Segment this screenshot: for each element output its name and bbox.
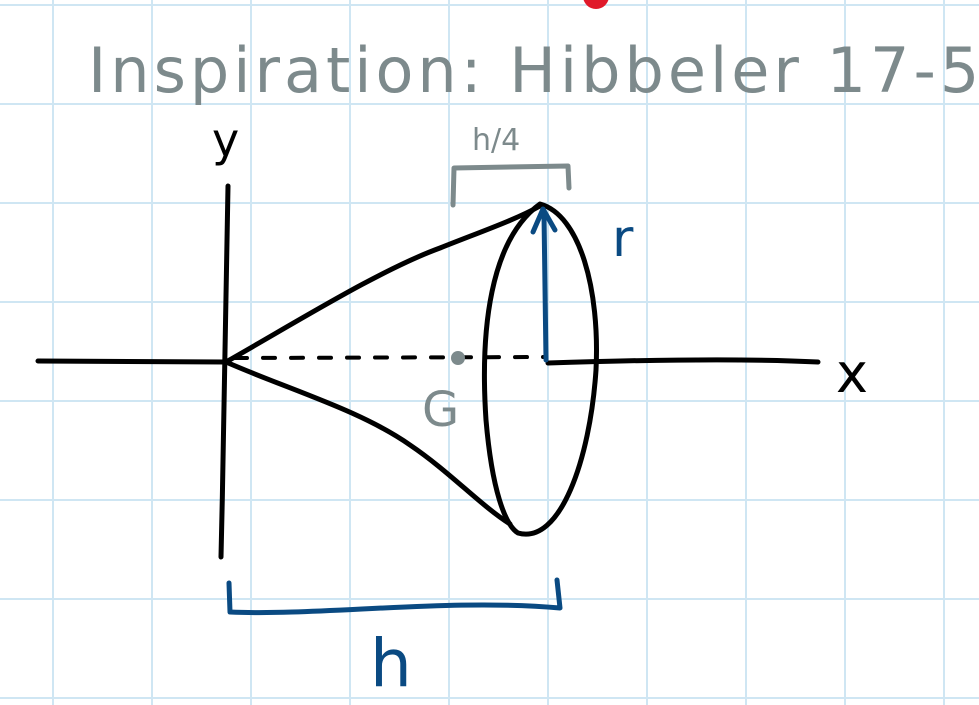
cone-base-ellipse (481, 201, 599, 537)
y-axis-label: y (212, 113, 239, 167)
title-text: Inspiration: Hibbeler 17-5 (88, 34, 979, 107)
centroid-label: G (422, 382, 459, 438)
x-axis-line-right (545, 357, 821, 366)
cone-lower-edge (223, 359, 513, 527)
height-bracket (226, 577, 563, 616)
red-marker-dot (583, 0, 609, 9)
offset-bracket (450, 163, 572, 208)
radius-label: r (612, 209, 634, 269)
centroid-point (451, 351, 465, 365)
x-axis-line (35, 358, 228, 365)
radius-arrow-head (530, 206, 558, 235)
height-label: h (370, 625, 412, 702)
x-axis-label: x (836, 342, 868, 405)
radius-arrow-shaft (541, 211, 549, 363)
cone-axis-dashed (233, 355, 548, 360)
y-axis-line (218, 183, 231, 560)
offset-label: h/4 (472, 123, 520, 158)
cone-upper-edge (223, 203, 543, 365)
